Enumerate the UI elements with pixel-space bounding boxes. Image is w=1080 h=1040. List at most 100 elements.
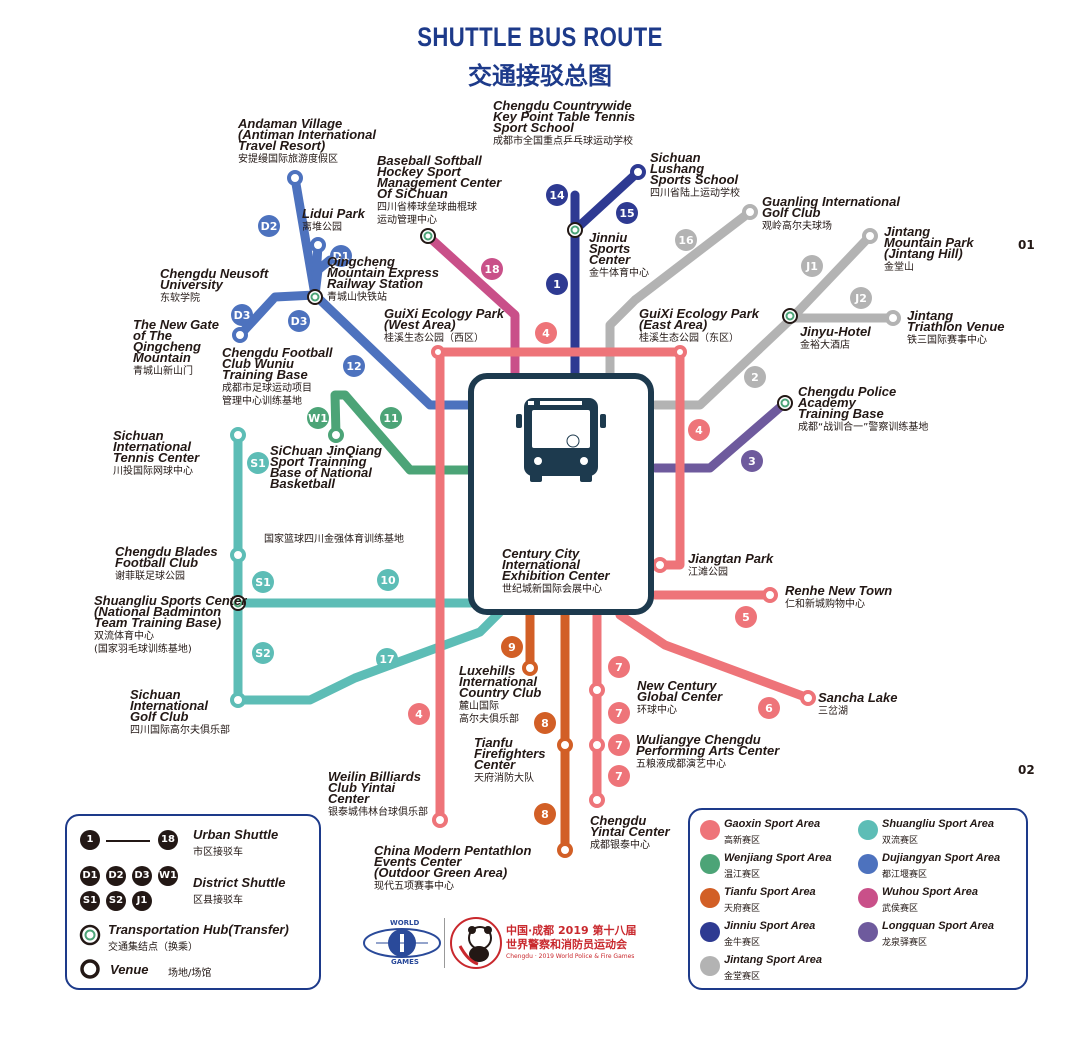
route-badge-label: S1	[250, 457, 266, 470]
venue-name-en: Chengdu Football Club Wuniu Training Bas…	[222, 345, 333, 382]
games-title-cn: 中国·成都 2019 第十八届 世界警察和消防员运动会	[506, 924, 637, 951]
route-badge-label: 17	[379, 653, 394, 666]
route-badge	[288, 310, 310, 332]
venue-name-en: Chengdu Countrywide Key Point Table Tenn…	[493, 98, 636, 135]
venue-name-cn: 天府消防大队	[474, 773, 534, 784]
venue-marker	[742, 204, 758, 220]
sport-area-swatch	[858, 820, 878, 840]
legend-district-badge: D1	[80, 866, 100, 886]
venue-marker	[230, 427, 246, 443]
venue-name-cn: 青城山新山门	[133, 366, 193, 377]
venue-name-cn: 成都“战训合一”警察训练基地	[798, 422, 929, 433]
venue-name-cn: 四川省棒球垒球曲棍球 运动管理中心	[377, 202, 477, 226]
venue-name-en: Wuliangye Chengdu Performing Arts Center	[636, 732, 780, 758]
route-badge	[534, 712, 556, 734]
venue-name-cn: 四川国际高尔夫俱乐部	[130, 725, 230, 736]
route-badge-label: S1	[255, 576, 271, 589]
legend-line	[106, 840, 150, 842]
venue-name-en: Jintang Mountain Park (Jintang Hill)	[884, 224, 974, 261]
venue-name-cn: 桂溪生态公园（西区）	[384, 333, 484, 344]
transfer-hub-icon	[420, 228, 436, 244]
venue-label-shuangliu: Shuangliu Sports Center (National Badmin…	[94, 594, 246, 656]
venue-name-en: Chengdu Police Academy Training Base	[798, 384, 897, 421]
venue-label-football-wuniu: Chengdu Football Club Wuniu Training Bas…	[222, 345, 333, 408]
route-badge	[376, 648, 398, 670]
route-badge-label: 7	[615, 770, 623, 783]
venue-name-en: The New Gate of The Qingcheng Mountain	[133, 317, 219, 365]
venue-name-en: Baseball Softball Hockey Sport Managemen…	[377, 153, 502, 201]
venue-name-cn: 东软学院	[160, 293, 200, 304]
route-badge	[616, 202, 638, 224]
sport-area-name-cn: 都江堰赛区	[882, 870, 928, 880]
route-badge-label: 8	[541, 808, 549, 821]
route-badge-label: 4	[695, 424, 703, 437]
venue-name-cn: 江滩公园	[688, 567, 728, 578]
venue-label-qingcheng-express: Qingcheng Mountain Express Railway Stati…	[327, 255, 439, 304]
venue-label-baseball: Baseball Softball Hockey Sport Managemen…	[377, 153, 502, 227]
sport-area-name-en: Jintang Sport Area	[724, 954, 822, 966]
venue-marker	[522, 660, 538, 676]
page-number: 01	[1018, 238, 1035, 252]
transfer-hub-icon	[777, 395, 793, 411]
venue-name-cn: 四川省陆上运动学校	[650, 188, 740, 199]
route-badge-label: 2	[751, 371, 759, 384]
route-badge	[608, 656, 630, 678]
venue-label-guixi-west: GuiXi Ecology Park (West Area)桂溪生态公园（西区）	[384, 307, 504, 345]
sport-area-name-cn: 天府赛区	[724, 904, 761, 914]
route-badge-label: 7	[615, 739, 623, 752]
venue-marker	[232, 327, 248, 343]
legend-urban-to: 18	[158, 830, 178, 850]
route-badge	[546, 184, 568, 206]
venue-name-cn: 环球中心	[637, 705, 677, 716]
venue-name-cn: 桂溪生态公园（东区）	[639, 333, 739, 344]
venue-marker	[432, 812, 448, 828]
sport-area-name-en: Shuangliu Sport Area	[882, 818, 995, 830]
venue-marker	[673, 345, 687, 359]
venue-name-en: Andaman Village (Antiman International T…	[238, 116, 376, 153]
venue-marker	[800, 690, 816, 706]
legend-district-cn: 区县接驳车	[193, 895, 243, 906]
route-badge	[688, 419, 710, 441]
venue-name-en: Sichuan International Golf Club	[130, 687, 209, 724]
route-line-wenjiang	[330, 390, 475, 475]
sport-area-swatch	[700, 956, 720, 976]
venue-marker	[557, 737, 573, 753]
venue-name-en: GuiXi Ecology Park (East Area)	[639, 306, 759, 332]
venue-label-wuliangye: Wuliangye Chengdu Performing Arts Center…	[636, 732, 780, 771]
route-line-shuangliu	[233, 430, 505, 705]
sport-area-name-cn: 金堂赛区	[724, 972, 761, 982]
venue-name-cn: 川投国际网球中心	[113, 466, 193, 477]
route-badge-label: J2	[854, 292, 867, 305]
venue-name-cn: 安提缦国际旅游度假区	[238, 154, 338, 165]
venue-name-en: Sichuan Lushang Sports School	[650, 150, 739, 187]
venue-marker	[230, 692, 246, 708]
venue-name-en: New Century Global Center	[637, 678, 723, 704]
venue-label-jintang-mountain: Jintang Mountain Park (Jintang Hill)金堂山	[884, 224, 974, 274]
venue-name-en: SiChuan JinQiang Sport Trainning Base of…	[270, 443, 382, 491]
hub-box	[468, 373, 654, 615]
venue-marker	[310, 237, 326, 253]
sport-area-name-cn: 武侯赛区	[882, 904, 919, 914]
sport-area-name-en: Wuhou Sport Area	[882, 886, 978, 898]
world-games-top: WORLD	[390, 919, 420, 927]
route-badge	[608, 702, 630, 724]
map-title-cn: 交通接驳总图	[468, 62, 612, 90]
venue-name-cn: 金牛体育中心	[589, 268, 649, 279]
venue-marker	[431, 345, 445, 359]
route-badge	[741, 450, 763, 472]
sport-area-name-cn: 龙泉驿赛区	[882, 938, 928, 948]
logo-divider	[444, 918, 445, 968]
route-line-dujiangyan	[290, 173, 475, 410]
venue-marker	[557, 842, 573, 858]
sport-area-swatch	[700, 854, 720, 874]
venue-name-cn: 三岔湖	[818, 706, 848, 717]
venue-name-cn: 成都市足球运动项目 管理中心训练基地	[222, 383, 312, 407]
sport-area-swatch	[700, 888, 720, 908]
route-badge	[231, 304, 253, 326]
route-badge-label: 4	[415, 708, 423, 721]
